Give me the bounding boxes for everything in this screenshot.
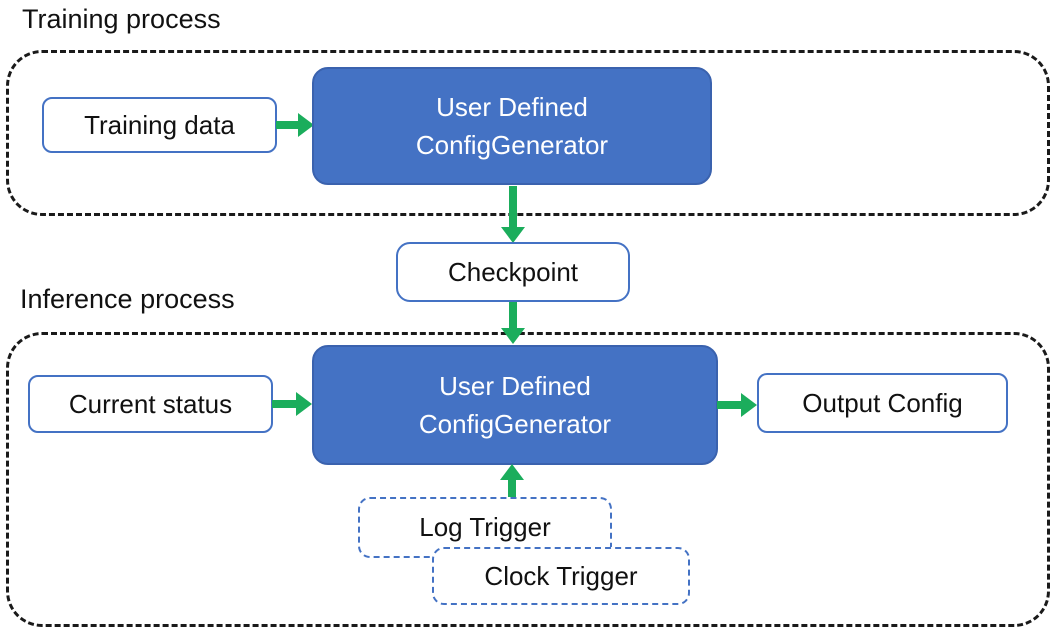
- arrow-current-status-to-generator: [272, 392, 312, 416]
- inference-process-container: [6, 332, 1050, 627]
- node-training-data: Training data: [42, 97, 277, 153]
- training-process-container: [6, 50, 1050, 216]
- node-config-generator-inference-line1: User Defined: [439, 371, 591, 401]
- arrow-generator-to-checkpoint: [501, 186, 525, 243]
- node-config-generator-training-line1: User Defined: [436, 92, 588, 122]
- node-output-config: Output Config: [757, 373, 1008, 433]
- node-checkpoint: Checkpoint: [396, 242, 630, 302]
- inference-process-label: Inference process: [20, 284, 235, 314]
- node-clock-trigger: Clock Trigger: [432, 547, 690, 605]
- arrow-generator-to-output-config: [717, 393, 757, 417]
- arrow-checkpoint-to-generator: [501, 302, 525, 344]
- node-config-generator-training-line2: ConfigGenerator: [415, 130, 609, 160]
- node-config-generator-inference: User Defined ConfigGenerator: [312, 345, 718, 465]
- node-config-generator-training: User Defined ConfigGenerator: [312, 67, 712, 185]
- arrow-training-data-to-generator: [276, 113, 314, 137]
- node-current-status: Current status: [28, 375, 273, 433]
- training-process-label: Training process: [22, 4, 221, 34]
- node-config-generator-inference-line2: ConfigGenerator: [418, 409, 612, 439]
- arrow-triggers-to-generator: [500, 464, 524, 500]
